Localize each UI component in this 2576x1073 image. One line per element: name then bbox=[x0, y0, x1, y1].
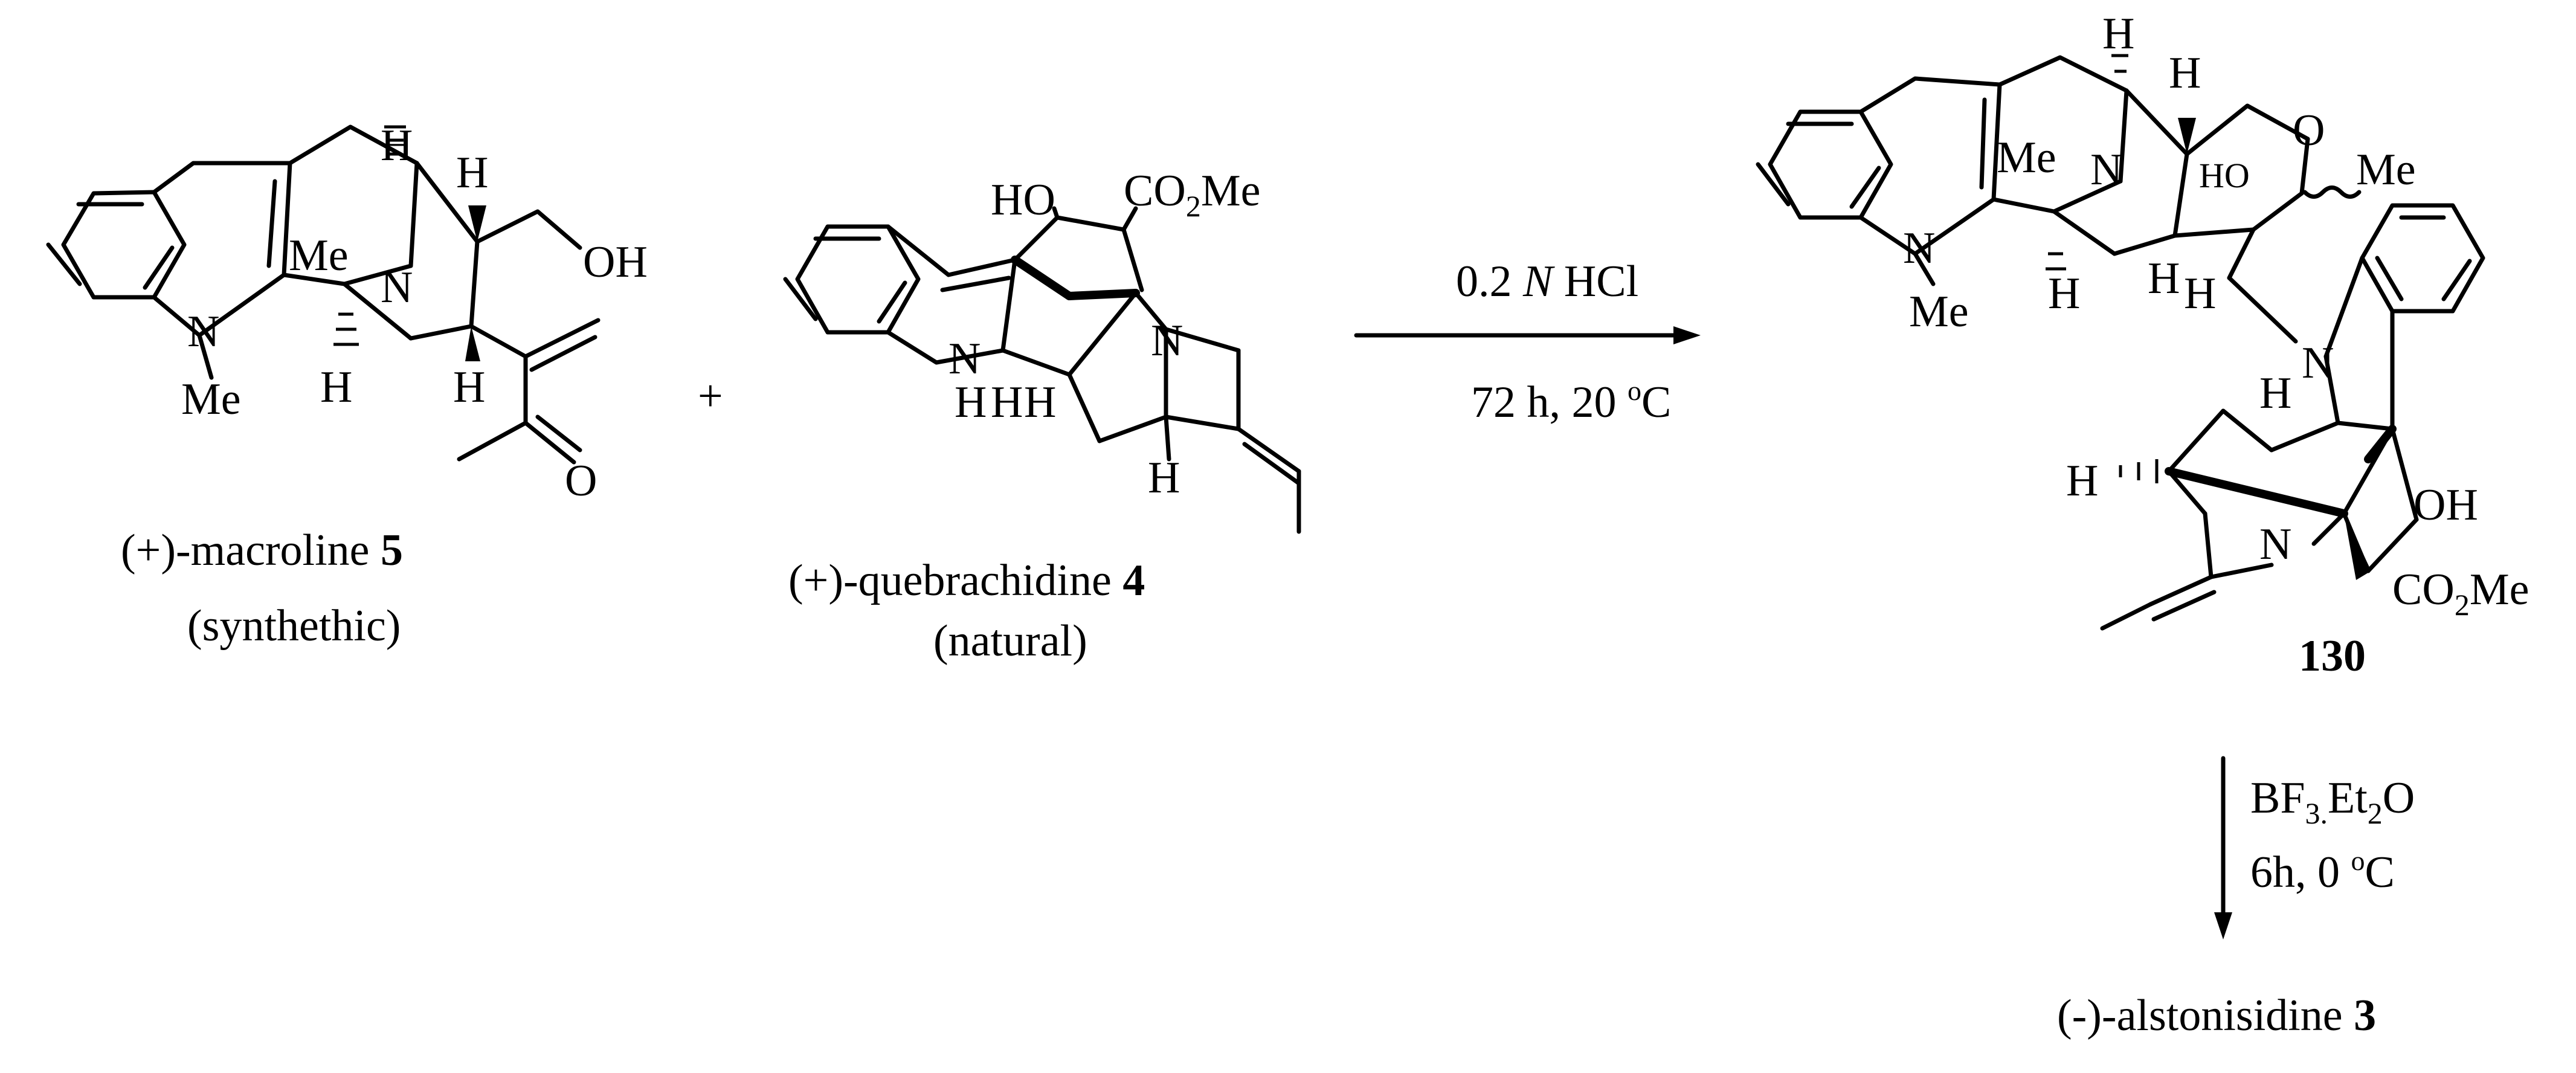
hash-bond bbox=[333, 125, 406, 346]
atom-label-h: H bbox=[1024, 378, 1056, 427]
atom-label-co2me: CO2Me bbox=[2392, 565, 2529, 622]
atom-label-h: H bbox=[2048, 269, 2080, 318]
step1-conditions: 72 h, 20 oC bbox=[1471, 375, 1671, 427]
atom-label-n: N bbox=[2090, 145, 2122, 195]
atom-label-h: H bbox=[320, 362, 352, 412]
macroline-caption: (+)-macroline 5 (synthethic) bbox=[121, 526, 403, 651]
atom-label-me: Me bbox=[1909, 287, 1969, 337]
atom-label-me: Me bbox=[181, 375, 241, 424]
atom-label-nh: N bbox=[948, 334, 980, 384]
atom-label-n: N bbox=[1151, 316, 1183, 366]
product-label: (-)-alstonisidine 3 bbox=[2057, 991, 2376, 1040]
svg-text:(+)-quebrachidine 4: (+)-quebrachidine 4 bbox=[788, 556, 1145, 605]
atom-label-ho: HO bbox=[991, 175, 1055, 225]
atom-label-me: Me bbox=[289, 231, 349, 280]
atom-label-h: H bbox=[2169, 48, 2201, 98]
reaction-arrow-2 bbox=[2214, 756, 2232, 939]
atom-label-o: O bbox=[2293, 106, 2325, 155]
quebrachidine-caption: (+)-quebrachidine 4 (natural) bbox=[788, 556, 1145, 666]
atom-label-me: Me bbox=[2356, 145, 2416, 195]
atom-label-h: H bbox=[456, 148, 488, 198]
reaction-arrow-1 bbox=[1354, 326, 1701, 344]
atom-label-ho: HO bbox=[2199, 156, 2250, 195]
atom-label-h: H bbox=[453, 362, 485, 412]
step2-conditions: 6h, 0 oC bbox=[2250, 845, 2395, 897]
atom-label-h: H bbox=[381, 121, 413, 170]
atom-label-h: H bbox=[2102, 9, 2134, 59]
atom-label-o: O bbox=[565, 456, 597, 506]
hash-bond bbox=[2119, 459, 2159, 483]
step1-reagent: 0.2 N HCl bbox=[1456, 257, 1638, 306]
atom-label-h: H bbox=[955, 378, 987, 427]
hash-bond bbox=[2046, 54, 2128, 271]
svg-text:(synthethic): (synthethic) bbox=[187, 601, 401, 651]
atom-label-h: H bbox=[2066, 456, 2098, 506]
atom-label-h: H bbox=[2184, 269, 2216, 318]
atom-label-h: H bbox=[2148, 254, 2180, 303]
atom-label-n: N bbox=[1903, 224, 1935, 273]
plus-sign: + bbox=[698, 372, 723, 421]
atom-label-co2me: CO2Me bbox=[1124, 166, 1260, 223]
svg-text:(natural): (natural) bbox=[933, 616, 1087, 666]
quebrachidine-structure: HO CO2Me N N H H H H bbox=[783, 166, 1301, 534]
svg-text:(+)-macroline 5: (+)-macroline 5 bbox=[121, 526, 403, 575]
atom-label-n: N bbox=[187, 307, 219, 356]
intermediate-130-structure: N Me H H Me N O HO Me H H H bbox=[1756, 9, 2529, 631]
atom-label-oh: OH bbox=[2413, 480, 2478, 530]
step2-reagent: BF3.Et2O bbox=[2250, 773, 2415, 830]
macroline-structure: N Me Me N H H H H OH O bbox=[46, 121, 648, 506]
atom-label-oh: OH bbox=[583, 237, 648, 287]
atom-label-me: Me bbox=[1997, 133, 2056, 182]
atom-label-h: H bbox=[991, 378, 1023, 427]
atom-label-n: N bbox=[381, 263, 413, 312]
atom-label-n: N bbox=[2302, 338, 2334, 388]
atom-label-h: H bbox=[1148, 453, 1180, 503]
intermediate-number: 130 bbox=[2299, 631, 2366, 681]
atom-label-h: H bbox=[2259, 369, 2291, 418]
atom-label-n: N bbox=[2259, 520, 2291, 569]
